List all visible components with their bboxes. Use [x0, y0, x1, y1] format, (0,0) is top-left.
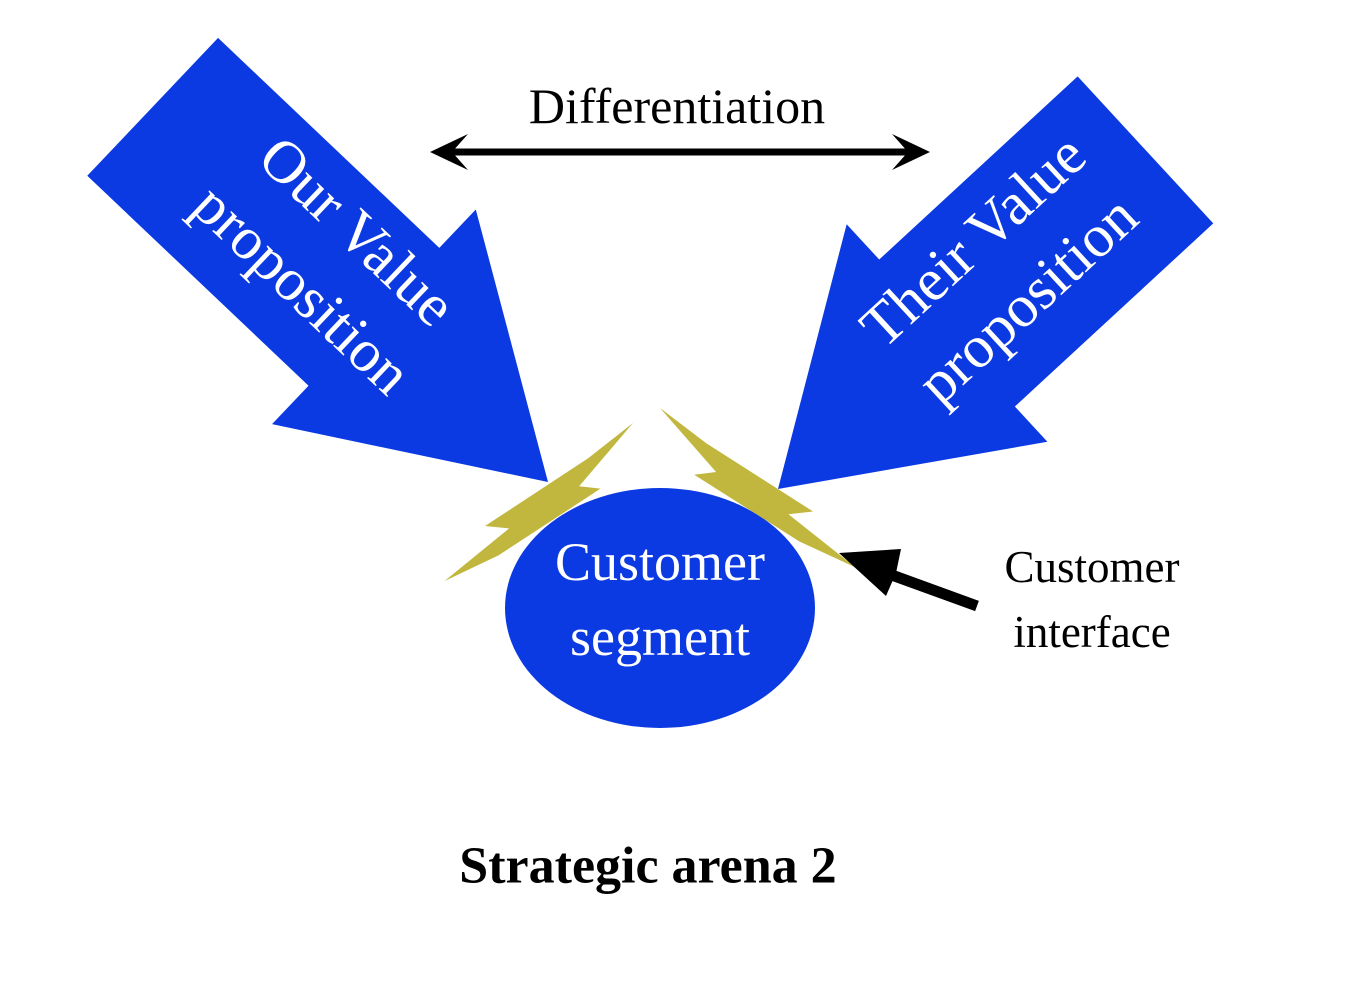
differentiation-arrowhead-right — [892, 134, 930, 170]
customer-interface-line2: interface — [1013, 607, 1171, 657]
customer-segment-line2: segment — [570, 607, 750, 667]
diagram-caption: Strategic arena 2 — [459, 837, 836, 896]
customer-segment-ellipse — [505, 488, 815, 728]
their-value-arrow-shape — [778, 76, 1214, 489]
customer-interface-arrowhead — [839, 549, 901, 596]
customer-interface-label: Customer interface — [1005, 535, 1180, 665]
diagram-caption-text: Strategic arena 2 — [459, 837, 837, 895]
customer-interface-arrow — [839, 549, 979, 612]
differentiation-double-arrow — [430, 134, 930, 170]
our-value-arrow-shape — [87, 37, 548, 482]
lightning-bolt-right-icon — [660, 408, 856, 568]
customer-segment-line1: Customer — [555, 532, 765, 592]
differentiation-arrowhead-left — [430, 134, 468, 170]
customer-segment-label: Customer segment — [555, 525, 765, 675]
lightning-bolt-left-icon — [444, 423, 633, 582]
customer-interface-line1: Customer — [1004, 542, 1180, 592]
differentiation-label: Differentiation — [529, 76, 825, 136]
differentiation-label-text: Differentiation — [528, 78, 826, 134]
